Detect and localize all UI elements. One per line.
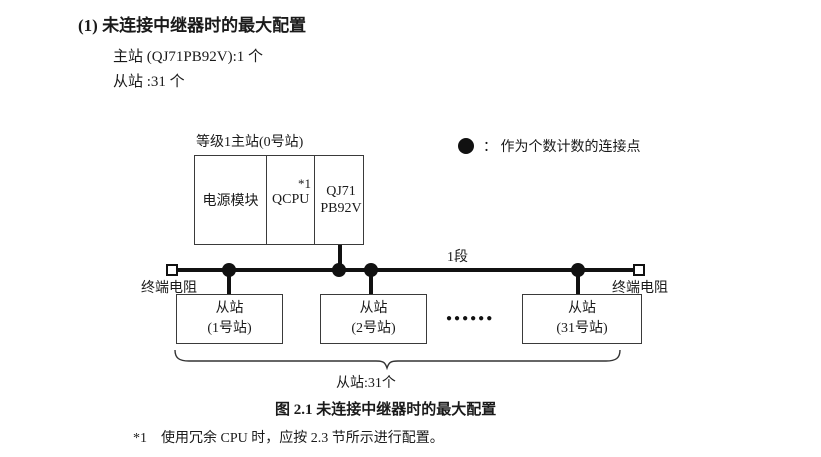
footnote-text: 使用冗余 CPU 时，应按 2.3 节所示进行配置。: [161, 431, 444, 446]
pb92v-cell: QJ71 PB92V: [314, 156, 363, 244]
ellipsis-dots: ●●●●●●: [446, 313, 495, 324]
slave1-drop-line: [227, 270, 231, 294]
pb92v-line1: QJ71: [326, 183, 356, 199]
slave-count-line: 从站 :31 个: [113, 74, 185, 90]
slave2-line1: 从站: [359, 301, 388, 317]
footnote-marker: *1: [133, 431, 147, 446]
figure-caption: 图 2.1 未连接中继器时的最大配置: [275, 402, 497, 418]
qcpu-label: QCPU: [272, 192, 310, 207]
slave31-line2: (31号站): [556, 321, 608, 336]
connection-dot-master: [332, 263, 346, 277]
qcpu-footnote-marker: *1: [298, 176, 311, 191]
master-station-box: 电源模块 QCPU *1 QJ71 PB92V: [194, 155, 364, 245]
slave-box-1: 从站 (1号站): [176, 294, 283, 344]
master-drop-line: [338, 245, 342, 270]
connection-point-dot-icon: [458, 138, 474, 154]
terminal-resistor-square-left: [166, 264, 178, 276]
slave1-line2: (1号站): [207, 321, 252, 336]
slave1-line1: 从站: [215, 301, 244, 317]
segment-label: 1段: [447, 250, 468, 265]
slave-box-31: 从站 (31号站): [522, 294, 642, 344]
terminal-resistor-square-right: [633, 264, 645, 276]
legend: ： 作为个数计数的连接点: [458, 136, 641, 156]
slaves-brace-label: 从站:31个: [336, 376, 396, 391]
terminal-resistor-label-right: 终端电阻: [612, 281, 668, 296]
slave-box-2: 从站 (2号站): [320, 294, 427, 344]
pb92v-line2: PB92V: [320, 201, 362, 216]
slave2-line2: (2号站): [351, 321, 396, 336]
slave2-drop-line: [369, 270, 373, 294]
master-station-label: 等级1主站(0号站): [196, 135, 304, 150]
slave31-line1: 从站: [568, 301, 596, 317]
bus-line: [177, 268, 633, 272]
footnote: *1 使用冗余 CPU 时，应按 2.3 节所示进行配置。: [133, 427, 444, 447]
section-heading: (1) 未连接中继器时的最大配置: [78, 16, 307, 35]
master-count-line: 主站 (QJ71PB92V):1 个: [113, 49, 264, 65]
slaves-count-brace: [174, 349, 621, 371]
terminal-resistor-label-left: 终端电阻: [141, 281, 197, 296]
slave31-drop-line: [576, 270, 580, 294]
legend-text: ： 作为个数计数的连接点: [483, 140, 641, 155]
qcpu-cell: QCPU *1: [266, 156, 314, 244]
power-module-cell: 电源模块: [202, 194, 259, 209]
